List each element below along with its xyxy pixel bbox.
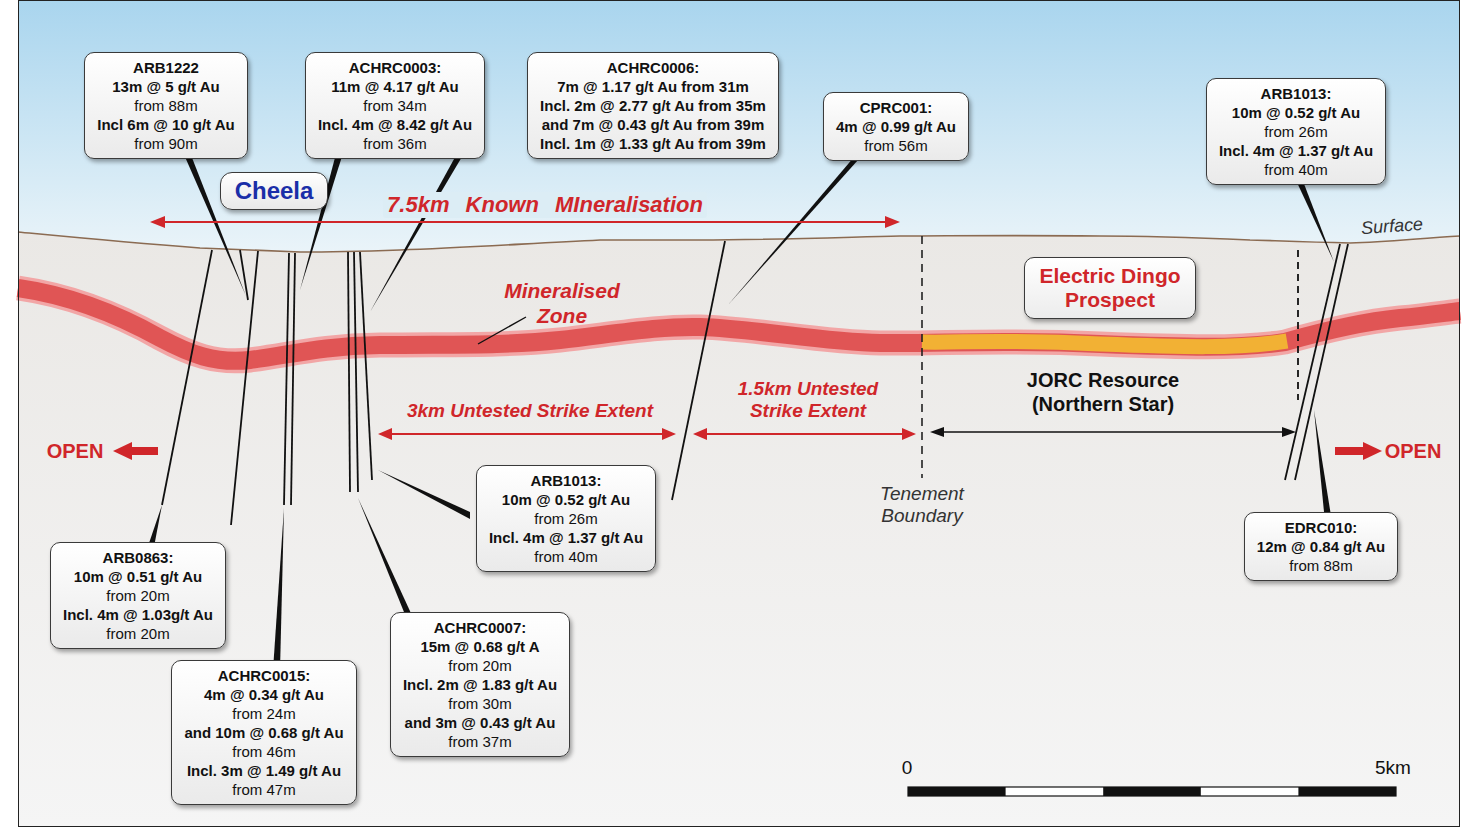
intercept-text: and 7m @ 0.43 g/t Au from 39m (540, 115, 766, 134)
hole-id: ARB1013: (1219, 84, 1373, 103)
drill-callout: ARB1013:10m @ 0.52 g/t Aufrom 26mIncl. 4… (476, 465, 656, 572)
intercept-text: 4m @ 0.99 g/t Au (836, 117, 956, 136)
hole-id: ARB1222 (97, 58, 234, 77)
zone-label: Mineralised Zone (492, 278, 632, 328)
drill-callout: EDRC010:12m @ 0.84 g/t Aufrom 88m (1244, 512, 1398, 581)
intercept-text: Incl. 4m @ 1.37 g/t Au (1219, 141, 1373, 160)
depth-text: from 20m (403, 656, 557, 675)
tenement-boundary (921, 236, 923, 478)
intercept-text: Incl. 3m @ 1.49 g/t Au (184, 761, 343, 780)
drill-callout: ARB0863:10m @ 0.51 g/t Aufrom 20mIncl. 4… (50, 542, 226, 649)
hole-id: ARB1013: (489, 471, 643, 490)
depth-text: from 88m (97, 96, 234, 115)
jorc-resource-band (922, 341, 1287, 347)
hole-id: EDRC010: (1257, 518, 1385, 537)
hole-id: ACHRC0015: (184, 666, 343, 685)
intercept-text: Incl. 2m @ 2.77 g/t Au from 35m (540, 96, 766, 115)
intercept-text: Incl 6m @ 10 g/t Au (97, 115, 234, 134)
drill-holes (162, 241, 1348, 525)
surface-line (18, 232, 1460, 252)
intercept-text: 7m @ 1.17 g/t Au from 31m (540, 77, 766, 96)
depth-text: from 26m (489, 509, 643, 528)
drill-callout: ACHRC0015:4m @ 0.34 g/t Aufrom 24mand 10… (171, 660, 356, 805)
depth-text: from 20m (63, 624, 213, 643)
extent-arrows (113, 216, 1382, 460)
hole-id: ACHRC0003: (318, 58, 472, 77)
hole-id: ACHRC0007: (403, 618, 557, 637)
surface-label: Surface (1360, 214, 1423, 239)
depth-text: from 40m (1219, 160, 1373, 179)
resource-label: JORC Resource (Northern Star) (1016, 368, 1191, 416)
drill-callout: ACHRC0006:7m @ 1.17 g/t Au from 31mIncl.… (527, 52, 779, 159)
drill-callout: CPRC001:4m @ 0.99 g/t Aufrom 56m (823, 92, 969, 161)
hole-id: CPRC001: (836, 98, 956, 117)
drill-callout: ACHRC0003:11m @ 4.17 g/t Aufrom 34mIncl.… (305, 52, 485, 159)
depth-text: from 26m (1219, 122, 1373, 141)
place-name: Cheela (235, 177, 314, 205)
hole-id: ARB0863: (63, 548, 213, 567)
scale-label: 0 (902, 757, 913, 779)
drill-callout: ARB1013:10m @ 0.52 g/t Aufrom 26mIncl. 4… (1206, 78, 1386, 185)
intercept-text: Incl. 4m @ 8.42 g/t Au (318, 115, 472, 134)
intercept-text: and 10m @ 0.68 g/t Au (184, 723, 343, 742)
hole-id: ACHRC0006: (540, 58, 766, 77)
intercept-text: Incl. 1m @ 1.33 g/t Au from 39m (540, 134, 766, 153)
intercept-text: 4m @ 0.34 g/t Au (184, 685, 343, 704)
depth-text: from 34m (318, 96, 472, 115)
boundary-label: Tenement Boundary (867, 483, 977, 527)
depth-text: from 40m (489, 547, 643, 566)
depth-text: from 36m (318, 134, 472, 153)
leader-lines (146, 150, 1334, 670)
ground (18, 0, 1460, 827)
frame (19, 1, 1460, 827)
intercept-text: Incl. 4m @ 1.03g/t Au (63, 605, 213, 624)
intercept-text: 13m @ 5 g/t Au (97, 77, 234, 96)
intercept-text: 10m @ 0.52 g/t Au (489, 490, 643, 509)
extent-label: 1.5km Untested Strike Extent (723, 378, 893, 422)
sky (18, 0, 1460, 252)
depth-text: from 37m (403, 732, 557, 751)
depth-text: from 46m (184, 742, 343, 761)
intercept-text: 15m @ 0.68 g/t A (403, 637, 557, 656)
intercept-text: 11m @ 4.17 g/t Au (318, 77, 472, 96)
intercept-text: Incl. 4m @ 1.37 g/t Au (489, 528, 643, 547)
scale-label: 5km (1375, 757, 1411, 779)
extent-label: 7.5km Known MIneralisation (383, 192, 707, 218)
depth-text: from 47m (184, 780, 343, 799)
deposit-label-box: Cheela (220, 172, 329, 210)
depth-text: from 24m (184, 704, 343, 723)
zone-leader (478, 317, 526, 344)
depth-text: from 88m (1257, 556, 1385, 575)
prospect-label-box: Electric Dingo Prospect (1024, 257, 1196, 319)
intercept-text: 10m @ 0.52 g/t Au (1219, 103, 1373, 122)
intercept-text: 10m @ 0.51 g/t Au (63, 567, 213, 586)
intercept-text: 12m @ 0.84 g/t Au (1257, 537, 1385, 556)
depth-text: from 90m (97, 134, 234, 153)
depth-text: from 56m (836, 136, 956, 155)
scale-bar (908, 787, 1396, 796)
open-label: OPEN (47, 439, 104, 463)
mineralised-band (18, 288, 1460, 361)
open-label: OPEN (1385, 439, 1442, 463)
drill-callout: ARB122213m @ 5 g/t Aufrom 88mIncl 6m @ 1… (84, 52, 247, 159)
mineralised-band-halo (18, 288, 1460, 361)
intercept-text: and 3m @ 0.43 g/t Au (403, 713, 557, 732)
drill-callout: ACHRC0007:15m @ 0.68 g/t Afrom 20mIncl. … (390, 612, 570, 757)
extent-label: 3km Untested Strike Extent (407, 400, 653, 422)
intercept-text: Incl. 2m @ 1.83 g/t Au (403, 675, 557, 694)
depth-text: from 20m (63, 586, 213, 605)
depth-text: from 30m (403, 694, 557, 713)
place-name: Electric Dingo Prospect (1035, 264, 1185, 312)
